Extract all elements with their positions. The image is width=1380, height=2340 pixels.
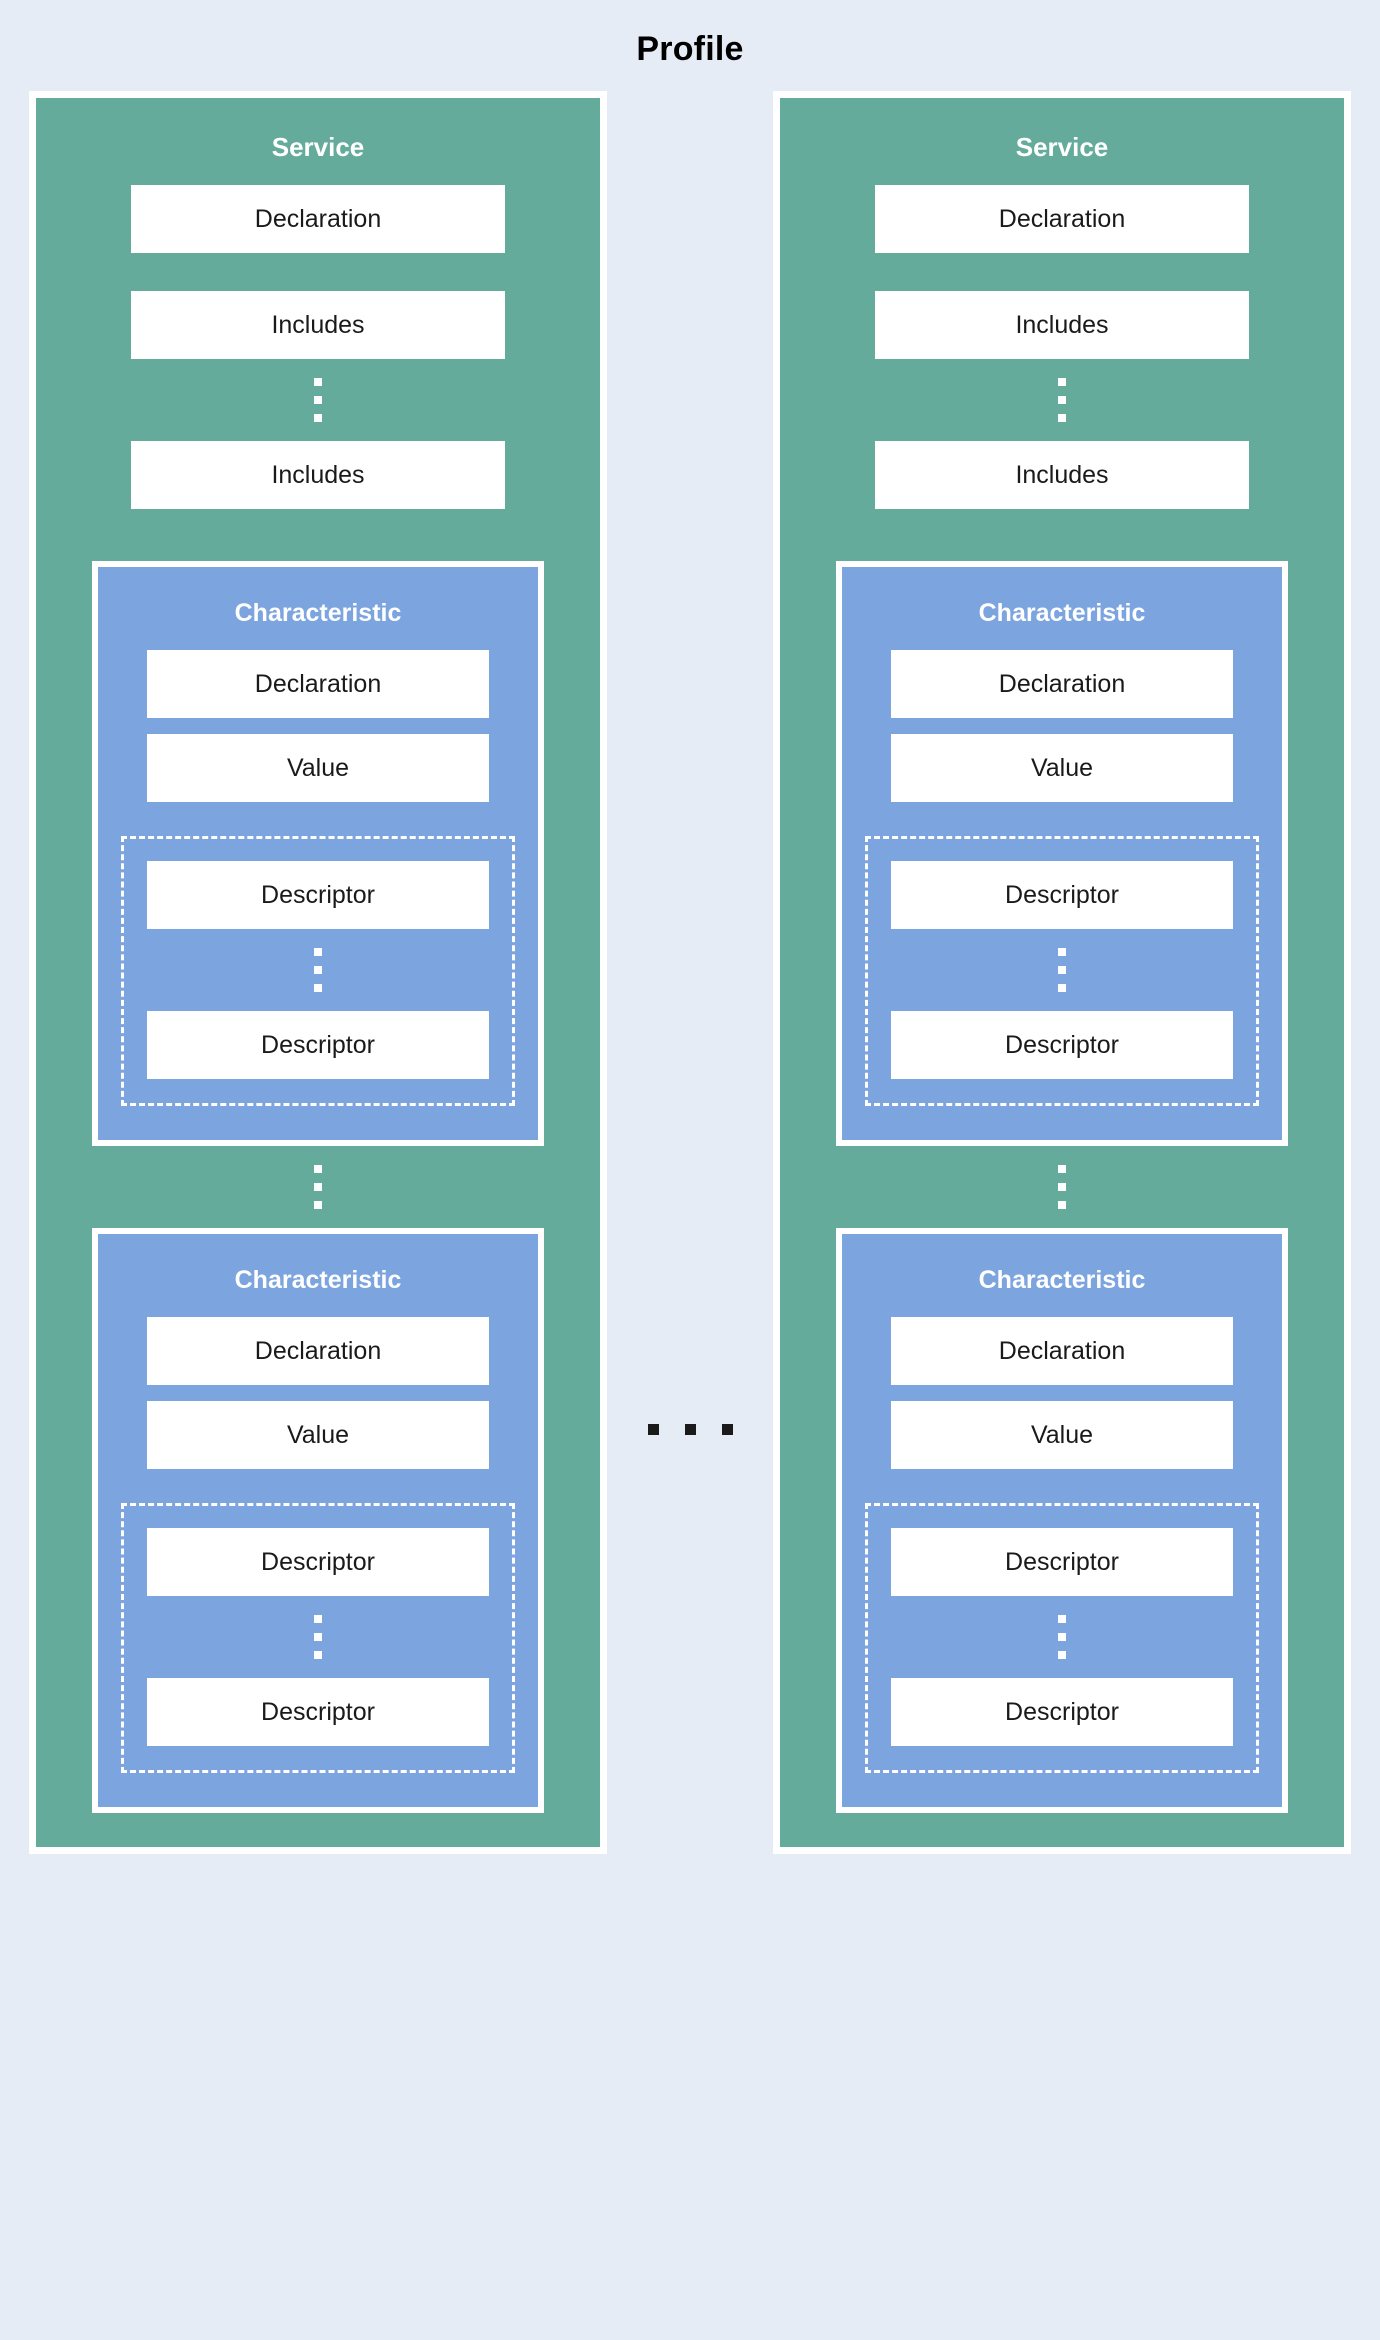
ellipsis-dot: [314, 396, 322, 404]
descriptor-box-first[interactable]: Descriptor: [891, 1528, 1233, 1596]
ellipsis-dot: [1058, 396, 1066, 404]
ellipsis-dot: [1058, 1201, 1066, 1209]
ellipsis-dot: [1058, 378, 1066, 386]
characteristic-value-box[interactable]: Value: [891, 734, 1233, 802]
service-includes-box-last[interactable]: Includes: [131, 441, 505, 509]
descriptor-group: Descriptor Descriptor: [121, 836, 515, 1106]
service-title: Service: [1015, 132, 1109, 162]
descriptor-box-last[interactable]: Descriptor: [147, 1011, 489, 1079]
ellipsis-dot: [314, 984, 322, 992]
characteristic-block[interactable]: Characteristic Declaration Value Descrip…: [92, 1228, 544, 1813]
ellipsis-dot: [314, 1183, 322, 1191]
ellipsis-dot: [1058, 1651, 1066, 1659]
descriptor-box-last[interactable]: Descriptor: [891, 1011, 1233, 1079]
ellipsis-dot: [1058, 948, 1066, 956]
characteristic-value-box[interactable]: Value: [147, 1401, 489, 1469]
ellipsis-dot: [314, 1651, 322, 1659]
descriptor-group: Descriptor Descriptor: [865, 1503, 1259, 1773]
descriptor-box-first[interactable]: Descriptor: [147, 1528, 489, 1596]
service-block-left[interactable]: Service Declaration Includes Includes Ch…: [29, 91, 607, 1854]
descriptor-box-last[interactable]: Descriptor: [891, 1678, 1233, 1746]
service-declaration-box[interactable]: Declaration: [131, 185, 505, 253]
characteristic-title: Characteristic: [978, 1266, 1146, 1294]
ellipsis-dot: [1058, 984, 1066, 992]
characteristic-value-box[interactable]: Value: [891, 1401, 1233, 1469]
ellipsis-dot: [684, 1424, 696, 1435]
characteristic-declaration-box[interactable]: Declaration: [891, 1317, 1233, 1385]
ellipsis-dot: [1058, 1183, 1066, 1191]
service-includes-box-first[interactable]: Includes: [131, 291, 505, 359]
characteristic-block[interactable]: Characteristic Declaration Value Descrip…: [92, 561, 544, 1146]
vertical-ellipsis-icon: [1058, 378, 1066, 422]
descriptor-box-first[interactable]: Descriptor: [147, 861, 489, 929]
ellipsis-dot: [1058, 414, 1066, 422]
characteristic-declaration-box[interactable]: Declaration: [147, 650, 489, 718]
characteristic-title: Characteristic: [234, 599, 402, 627]
vertical-ellipsis-icon: [314, 1615, 322, 1659]
vertical-ellipsis-icon: [1058, 1165, 1066, 1209]
characteristic-value-box[interactable]: Value: [147, 734, 489, 802]
ellipsis-dot: [314, 1615, 322, 1623]
characteristic-title: Characteristic: [978, 599, 1146, 627]
ellipsis-dot: [1058, 1165, 1066, 1173]
characteristic-declaration-box[interactable]: Declaration: [147, 1317, 489, 1385]
horizontal-ellipsis-icon: [607, 1424, 773, 1435]
ellipsis-dot: [647, 1424, 659, 1435]
ellipsis-dot: [1058, 966, 1066, 974]
descriptor-box-first[interactable]: Descriptor: [891, 861, 1233, 929]
ellipsis-dot: [1058, 1633, 1066, 1641]
service-declaration-box[interactable]: Declaration: [875, 185, 1249, 253]
ellipsis-dot: [314, 1165, 322, 1173]
vertical-ellipsis-icon: [314, 378, 322, 422]
ellipsis-dot: [314, 948, 322, 956]
ellipsis-dot: [721, 1424, 733, 1435]
ellipsis-dot: [314, 966, 322, 974]
characteristic-title: Characteristic: [234, 1266, 402, 1294]
characteristic-block[interactable]: Characteristic Declaration Value Descrip…: [836, 561, 1288, 1146]
vertical-ellipsis-icon: [314, 948, 322, 992]
page-title: Profile: [636, 30, 744, 68]
ellipsis-dot: [1058, 1615, 1066, 1623]
characteristic-declaration-box[interactable]: Declaration: [891, 650, 1233, 718]
service-includes-box-first[interactable]: Includes: [875, 291, 1249, 359]
service-title: Service: [271, 132, 365, 162]
ellipsis-dot: [314, 378, 322, 386]
vertical-ellipsis-icon: [1058, 1615, 1066, 1659]
characteristic-block[interactable]: Characteristic Declaration Value Descrip…: [836, 1228, 1288, 1813]
vertical-ellipsis-icon: [314, 1165, 322, 1209]
service-columns: Service Declaration Includes Includes Ch…: [0, 91, 1380, 1854]
descriptor-group: Descriptor Descriptor: [865, 836, 1259, 1106]
descriptor-group: Descriptor Descriptor: [121, 1503, 515, 1773]
service-block-right[interactable]: Service Declaration Includes Includes Ch…: [773, 91, 1351, 1854]
ellipsis-dot: [314, 414, 322, 422]
vertical-ellipsis-icon: [1058, 948, 1066, 992]
ellipsis-dot: [314, 1201, 322, 1209]
descriptor-box-last[interactable]: Descriptor: [147, 1678, 489, 1746]
service-includes-box-last[interactable]: Includes: [875, 441, 1249, 509]
ellipsis-dot: [314, 1633, 322, 1641]
columns-gap: [607, 91, 773, 1854]
